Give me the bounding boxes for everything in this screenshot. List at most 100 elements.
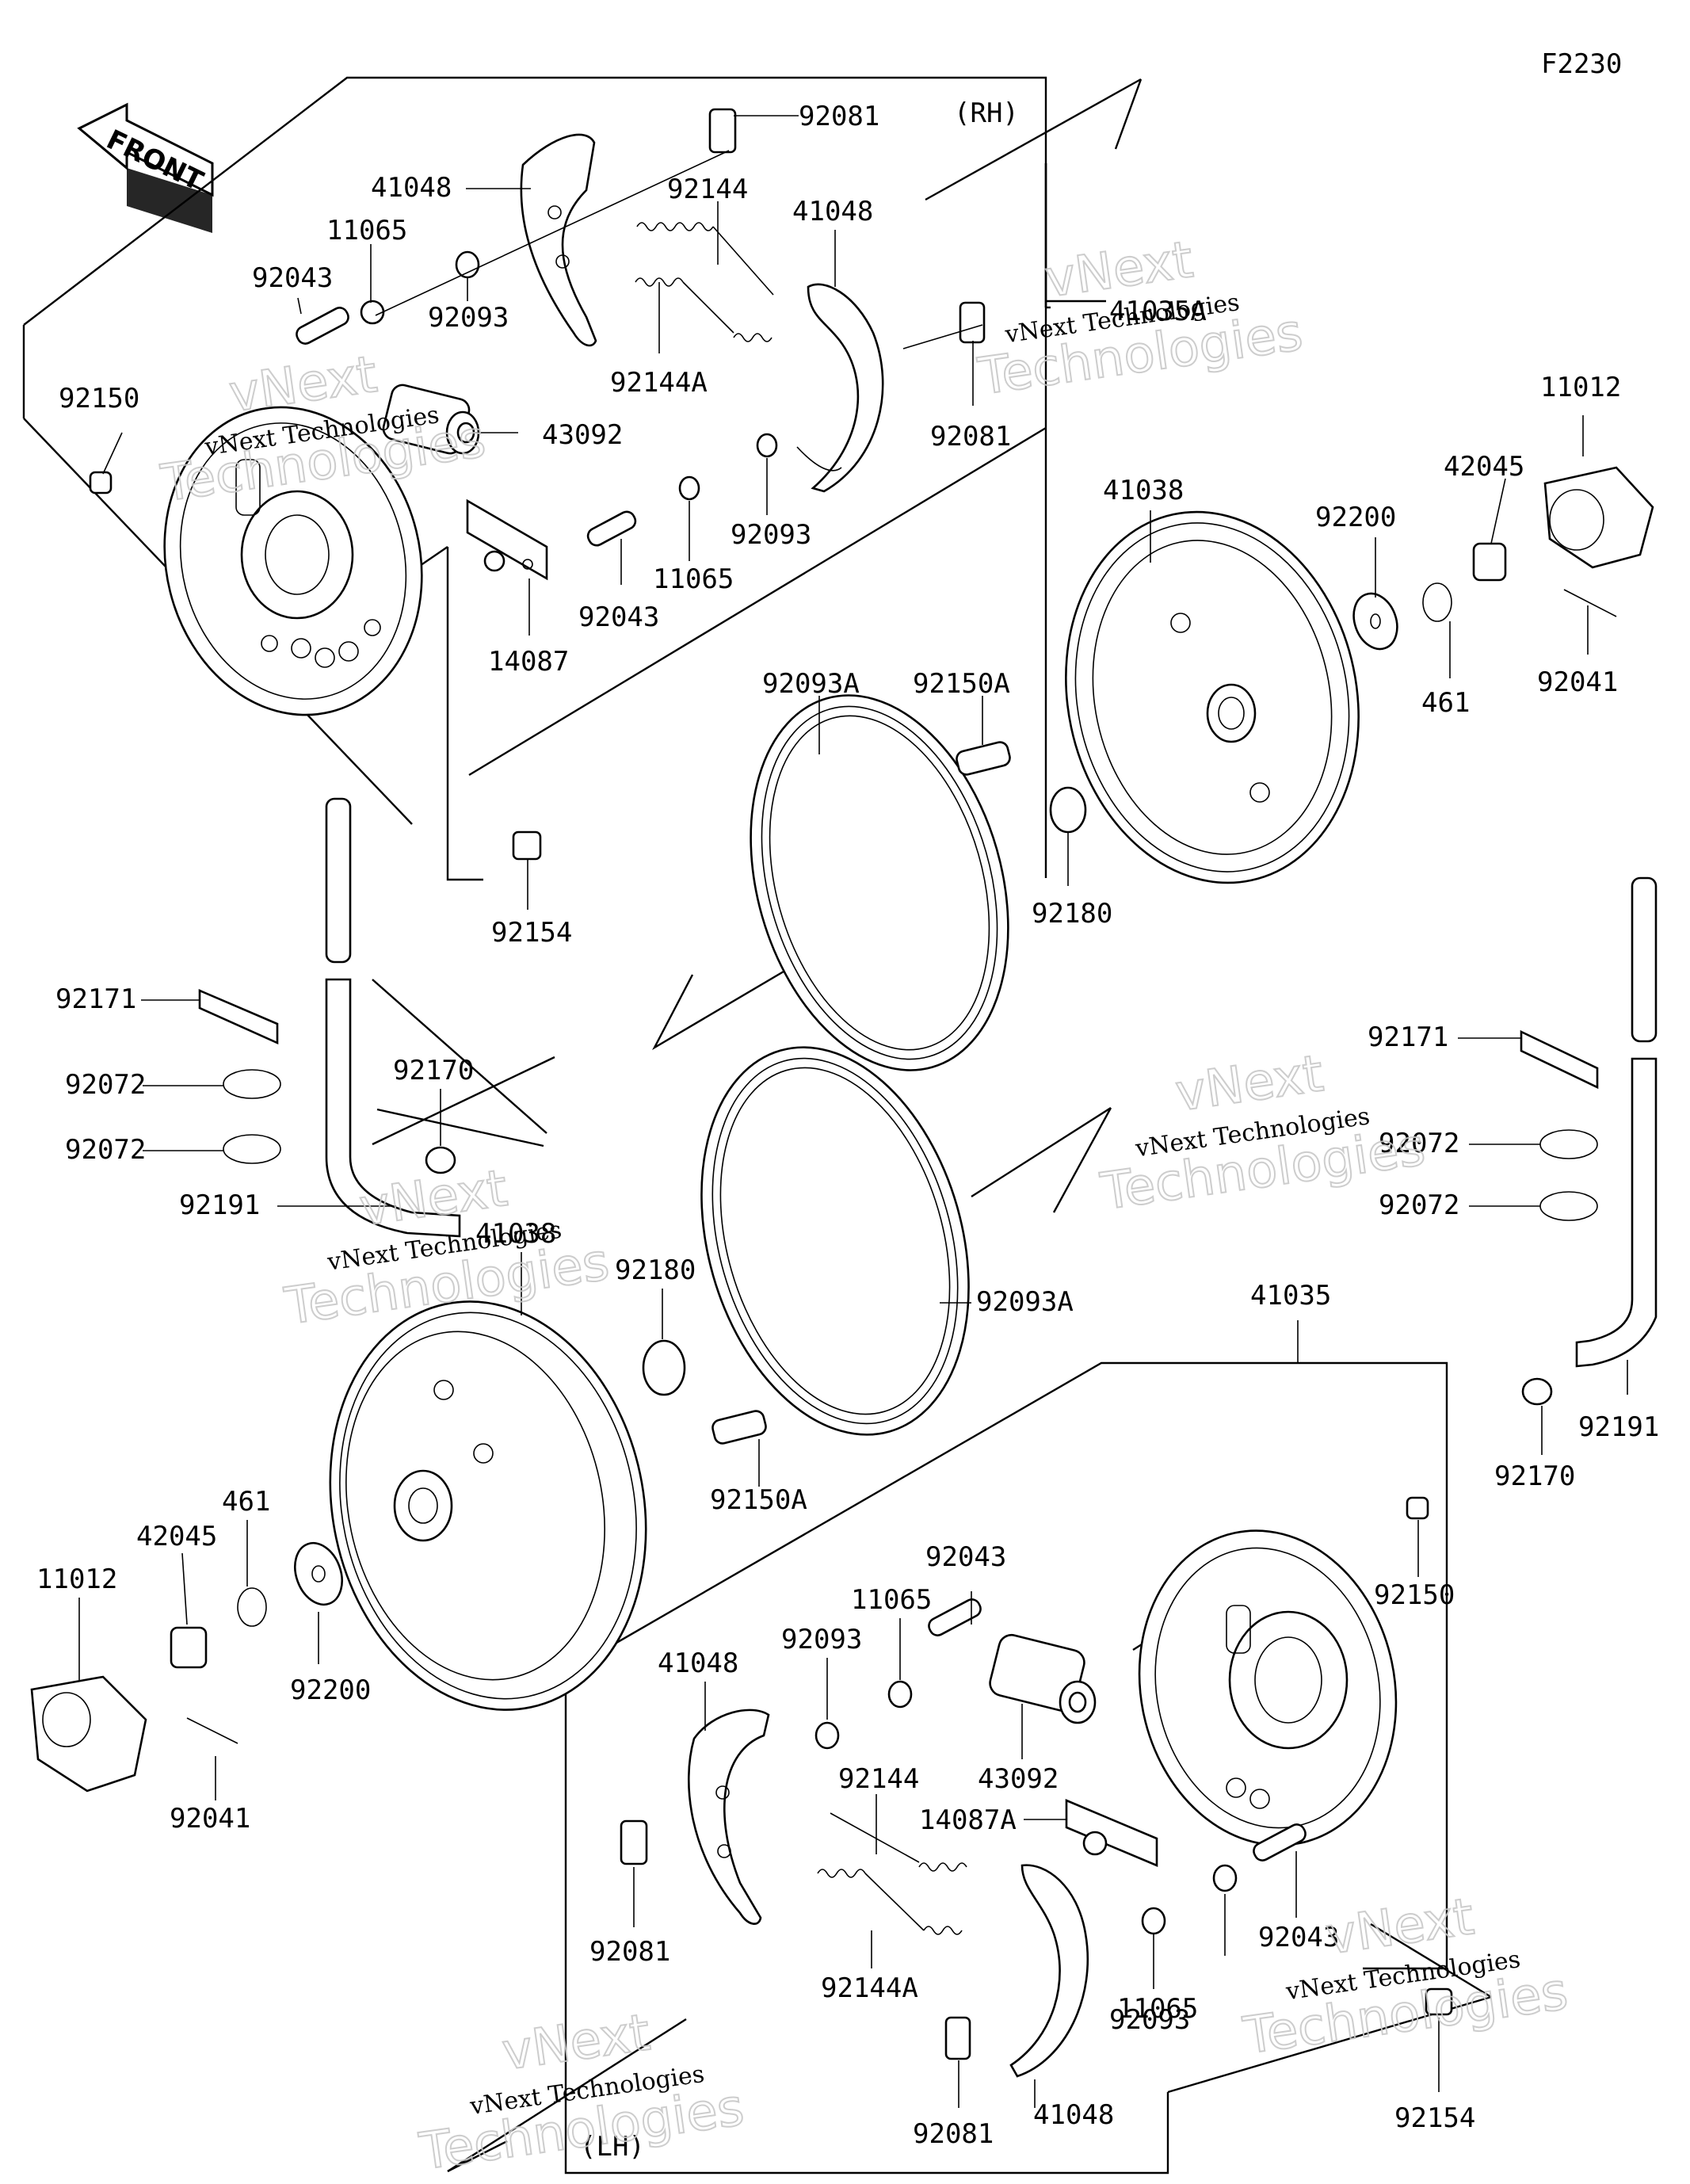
part-label-11012: 11012 [36, 1564, 117, 1595]
part-label-92093: 92093 [731, 519, 811, 551]
part-label-41035: 41035 [1250, 1280, 1331, 1312]
watermark: vNext vNext Technologies Technologies [974, 230, 1307, 407]
part-label-92072: 92072 [1379, 1189, 1459, 1221]
lh-backing-plate [1138, 1529, 1398, 1846]
part-label-92072: 92072 [65, 1134, 146, 1166]
part-label-41048: 41048 [792, 196, 873, 227]
lh-adjuster-plate-14087A [1065, 1799, 1158, 1867]
part-label-43092: 43092 [542, 419, 623, 451]
lh-clips-92081 [620, 1819, 971, 2060]
part-label-92200: 92200 [1315, 502, 1396, 533]
rh-adjuster-plate-14087 [466, 498, 548, 581]
rh-springs [635, 222, 774, 342]
part-label-92170: 92170 [1494, 1460, 1575, 1492]
part-label-92154: 92154 [1394, 2102, 1475, 2134]
part-label-92081: 92081 [589, 1936, 670, 1968]
part-label-92072: 92072 [65, 1069, 146, 1101]
part-label-11065: 11065 [326, 215, 407, 246]
left-hose-clips [198, 989, 456, 1174]
part-label-92093A: 92093A [976, 1286, 1074, 1318]
lh-assembly-outline [447, 1361, 1492, 2174]
part-label-92144: 92144 [667, 174, 748, 205]
watermark: vNext vNext Technologies Technologies [280, 1159, 613, 1338]
part-label-11065: 11065 [1117, 1993, 1198, 2025]
part-label-92150: 92150 [59, 383, 139, 414]
lh-springs [817, 1812, 967, 1935]
part-label-42045: 42045 [1444, 451, 1524, 483]
rh-oring-92180 [1049, 786, 1087, 834]
part-label-41048: 41048 [658, 1648, 738, 1679]
part-label-92144A: 92144A [610, 367, 708, 399]
part-label-92200: 92200 [290, 1674, 371, 1706]
rh-pins-washers [89, 250, 778, 861]
part-label-92043: 92043 [252, 262, 333, 294]
lh-pins-washers [814, 1496, 1453, 2016]
watermark: vNext vNext Technologies Technologies [1239, 1887, 1572, 2067]
part-label-41038: 41038 [1103, 475, 1184, 506]
lh-wheel-cylinder-43092 [989, 1633, 1097, 1724]
front-arrow-icon: FRONT [77, 102, 214, 233]
lh-brake-drum-41038 [329, 1300, 647, 1711]
lh-brake-shoe-b-41048 [1009, 1864, 1089, 2078]
part-label-11065: 11065 [653, 563, 734, 595]
part-label-92093: 92093 [1109, 2004, 1190, 2036]
part-label-92150A: 92150A [913, 668, 1010, 700]
part-label-92043: 92043 [1258, 1922, 1339, 1953]
part-label-461: 461 [222, 1486, 270, 1518]
part-label-92093: 92093 [428, 302, 509, 334]
rh-clips-92081 [708, 108, 986, 344]
part-label-92150: 92150 [1374, 1579, 1455, 1611]
part-label-42045: 42045 [136, 1521, 217, 1552]
part-label-92081: 92081 [799, 101, 879, 132]
part-label-92081: 92081 [913, 2118, 994, 2150]
lh-stud-92150A [711, 1410, 767, 1445]
part-label-92191: 92191 [179, 1189, 260, 1221]
rh-hub-parts [1352, 466, 1654, 651]
lh-brake-shoe-a-41048 [688, 1709, 770, 1925]
part-label-92171: 92171 [55, 983, 136, 1015]
part-label-92170: 92170 [393, 1055, 474, 1086]
part-label-41048: 41048 [1033, 2099, 1114, 2131]
part-label-92144A: 92144A [821, 1972, 918, 2004]
part-label-11012: 11012 [1540, 372, 1621, 403]
part-label-92191: 92191 [1578, 1411, 1659, 1443]
part-label-11065: 11065 [851, 1584, 932, 1616]
part-label-92150A: 92150A [710, 1484, 807, 1516]
rh-stud-92150A [956, 741, 1011, 776]
part-label-92180: 92180 [615, 1254, 696, 1286]
part-label-41048: 41048 [371, 172, 452, 204]
rh-backing-plate [163, 406, 423, 716]
part-label-41035A: 41035A [1109, 296, 1207, 327]
part-label-92072: 92072 [1379, 1128, 1459, 1159]
part-label-92093A: 92093A [762, 668, 860, 700]
lh-hub-parts [30, 1541, 343, 1793]
left-brake-hose [325, 797, 461, 1238]
part-label-92041: 92041 [170, 1803, 250, 1835]
rh-brake-shoe-b-41048 [796, 283, 884, 493]
part-label-92180: 92180 [1032, 898, 1112, 930]
rh-wheel-cylinder-43092 [382, 384, 480, 455]
part-label-461: 461 [1421, 687, 1470, 719]
part-label-92093: 92093 [781, 1624, 862, 1655]
rh-seal-92093A [750, 694, 1009, 1071]
part-label-41038: 41038 [475, 1218, 556, 1250]
part-label-14087A: 14087A [919, 1804, 1017, 1836]
leader-lines [78, 115, 1628, 2108]
part-label-92043: 92043 [578, 601, 659, 633]
rh-brake-drum-41038 [1065, 510, 1360, 884]
part-label-14087: 14087 [488, 646, 569, 678]
part-label-92043: 92043 [925, 1541, 1006, 1573]
rh-brake-shoe-a-41048 [520, 133, 597, 347]
part-label-92154: 92154 [491, 917, 572, 949]
watermark: vNext vNext Technologies Technologies [1097, 1044, 1429, 1223]
part-label-92171: 92171 [1368, 1021, 1448, 1053]
lh-side-label: (LH) [580, 2131, 645, 2163]
section-dividers [372, 910, 1112, 1213]
part-label-92081: 92081 [930, 421, 1011, 452]
lh-seal-92093A [700, 1046, 970, 1436]
watermark: vNext vNext Technologies Technologies [157, 345, 490, 514]
part-label-43092: 43092 [978, 1763, 1059, 1795]
part-label-92144: 92144 [838, 1763, 919, 1795]
watermark: vNext vNext Technologies Technologies [415, 2003, 748, 2182]
